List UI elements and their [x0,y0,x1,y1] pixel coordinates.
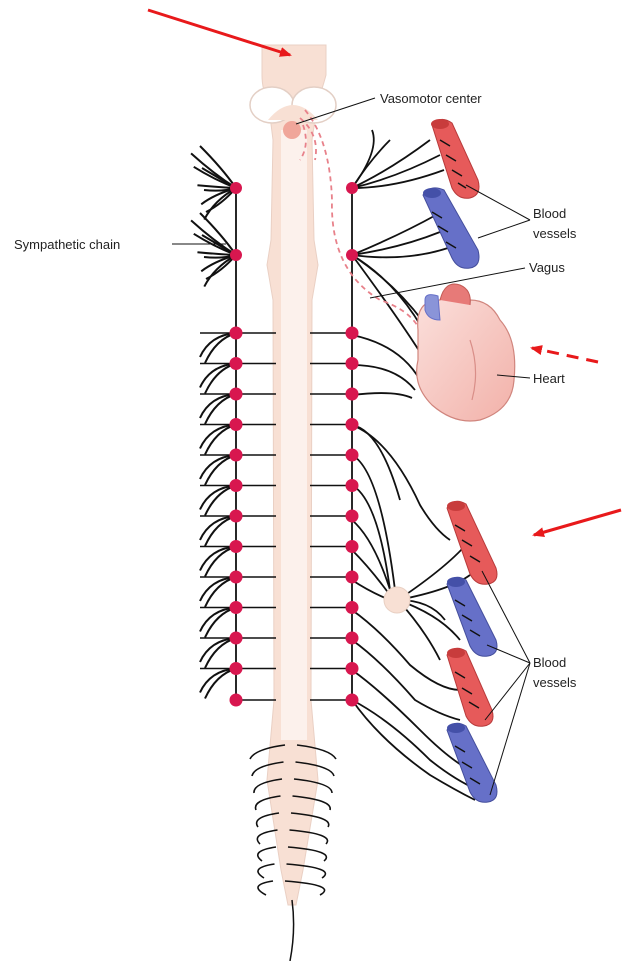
upper-vein [423,188,479,268]
ganglion-right-8 [346,540,359,553]
ganglion-left-1 [230,327,243,340]
sympathetic-chain-label: Sympathetic chain [14,237,120,252]
vagus-label: Vagus [529,260,565,275]
ganglion-right-6 [346,479,359,492]
ganglion-left-upper-2 [230,249,242,261]
ganglion-left-11 [230,632,243,645]
blood-vessels-top-label-line1: Blood [533,206,566,221]
ganglion-right-11 [346,632,359,645]
ganglion-left-5 [230,449,243,462]
lower-vein-1 [447,577,497,656]
cauda-nerve-left [258,881,273,895]
upper-artery [431,119,479,198]
lower-artery-2 [447,648,493,726]
left-spinal-nerves [191,146,236,699]
ganglion-left-12 [230,662,243,675]
left-nerve-upper [191,220,236,255]
ganglion-right-5 [346,449,359,462]
cord-central-highlight [281,130,307,740]
ganglion-left-9 [230,571,243,584]
ganglion-right-upper-2 [346,249,358,261]
ganglion-right-10 [346,601,359,614]
blood-vessels-bottom-label-line1: Blood [533,655,566,670]
ganglion-left-2 [230,357,243,370]
ganglion-right-9 [346,571,359,584]
spinal-cord [250,45,336,961]
ganglion-right-upper-1 [346,182,358,194]
ganglion-left-8 [230,540,243,553]
vasomotor-center-label: Vasomotor center [380,91,482,106]
filum-terminale [290,900,294,961]
ganglion-left-3 [230,388,243,401]
ganglion-left-10 [230,601,243,614]
lower-vein-2 [447,723,497,802]
collateral-ganglion [384,587,410,613]
ganglion-right-12 [346,662,359,675]
annotation-arrow-vessels [534,510,621,535]
heart-label: Heart [533,371,565,386]
blood-vessels-top-label-line2: vessels [533,226,577,241]
ganglion-left-6 [230,479,243,492]
cauda-nerve-left [257,830,277,844]
ganglion-right-2 [346,357,359,370]
lower-artery-1 [447,501,497,584]
ganglion-right-4 [346,418,359,431]
ganglion-right-1 [346,327,359,340]
left-nerve-upper [191,153,236,188]
heart [417,284,515,421]
cauda-nerve-left [258,864,275,878]
ganglion-left-bottom [230,694,243,707]
ganglion-left-upper-1 [230,182,242,194]
cauda-nerve-left [258,847,276,861]
ganglion-left-7 [230,510,243,523]
ganglion-right-bottom [346,694,359,707]
ganglion-right-7 [346,510,359,523]
annotation-arrow-heart-dashed [532,348,598,362]
ganglion-right-3 [346,388,359,401]
annotation-arrow-top [148,10,290,55]
ganglion-left-4 [230,418,243,431]
blood-vessels-bottom-label-line2: vessels [533,675,577,690]
